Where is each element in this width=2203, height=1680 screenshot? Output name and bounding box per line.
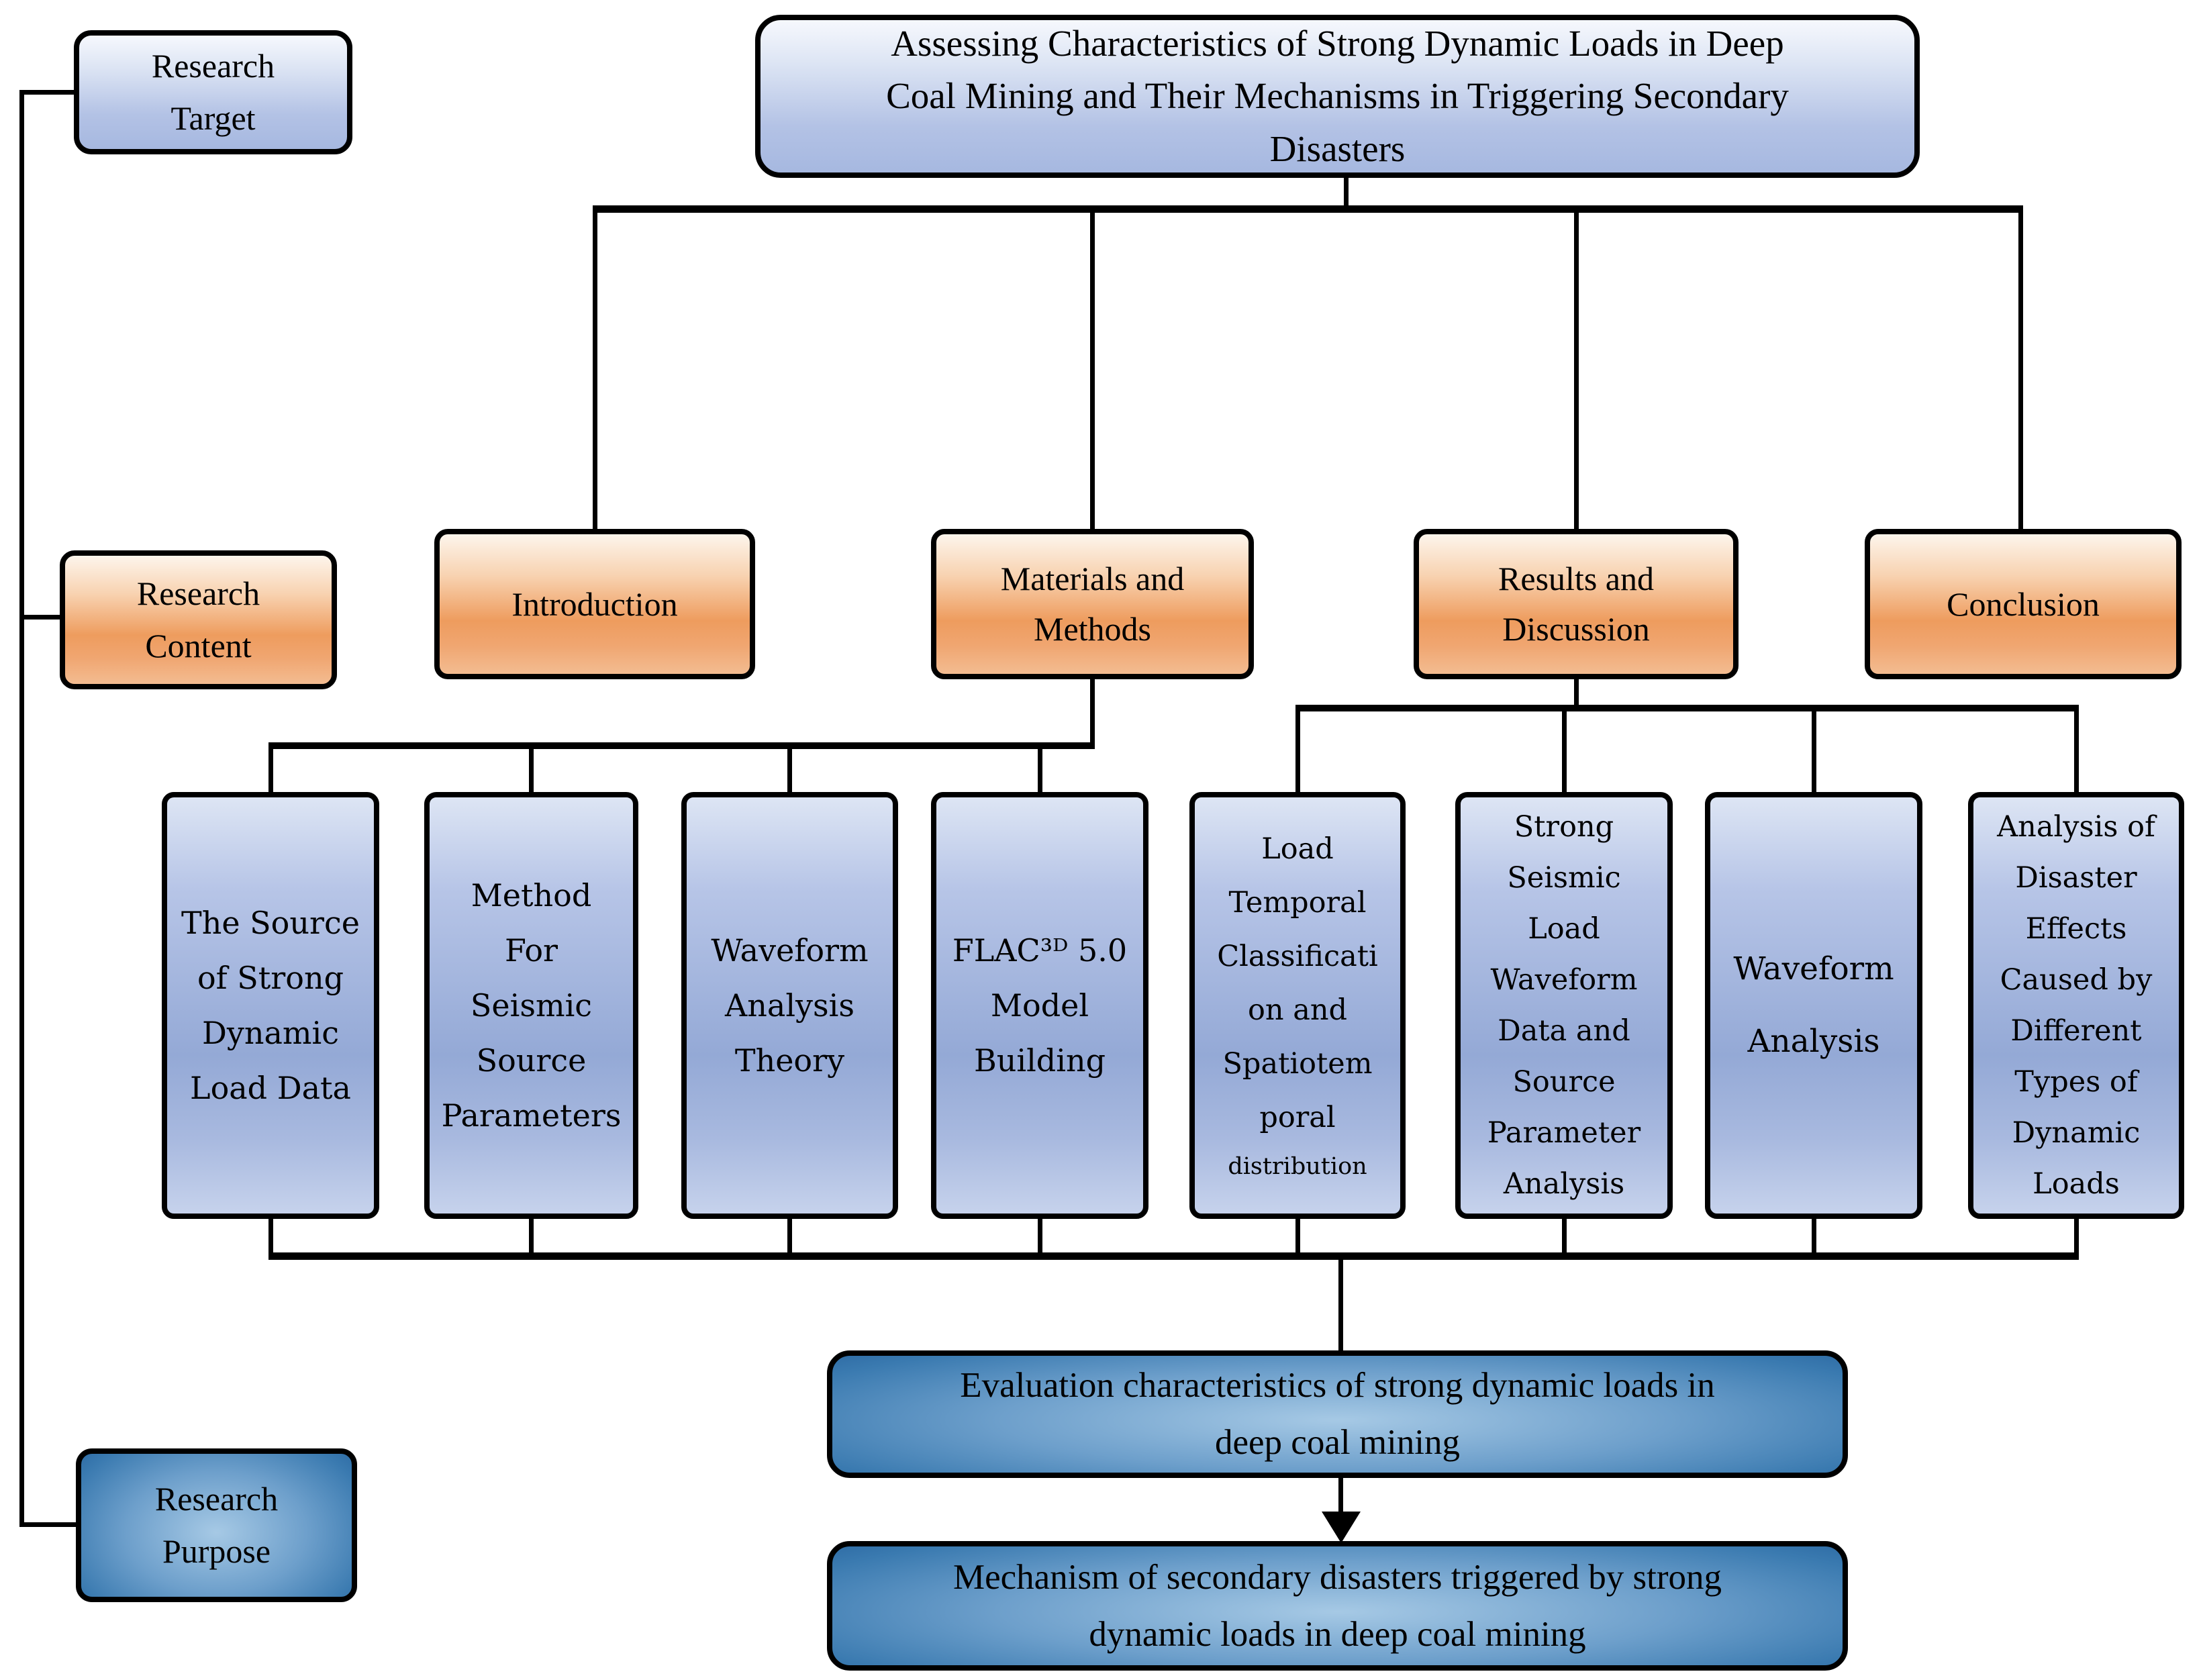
node-waveform-analysis: Waveform Analysis [1705, 792, 1922, 1219]
research-target-label: Research Target [151, 47, 275, 137]
methods-drop-3 [787, 746, 792, 792]
drop-results-line [1574, 209, 1579, 530]
evaluation-label: Evaluation characteristics of strong dyn… [960, 1366, 1715, 1462]
bottom-riser-4 [1038, 1215, 1042, 1258]
node-load-temporal: Load Temporal Classificati on and Spatio… [1189, 792, 1406, 1219]
drop-conclusion-line [2018, 209, 2023, 530]
bottom-riser-8 [2074, 1215, 2079, 1258]
research-content-label: Research Content [136, 575, 260, 664]
node-results-discussion: Results and Discussion [1414, 529, 1739, 679]
node-waveform-theory: Waveform Analysis Theory [681, 792, 898, 1219]
drop-introduction-line [593, 209, 597, 530]
results-drop-3 [1812, 709, 1816, 792]
node-research-content: Research Content [60, 550, 337, 689]
bottom-riser-3 [787, 1215, 792, 1258]
node-evaluation: Evaluation characteristics of strong dyn… [827, 1350, 1848, 1478]
evaluation-feed-line [1338, 1256, 1343, 1352]
rail-stub-target [19, 90, 80, 95]
rail-stub-content [19, 615, 69, 620]
method-seismic-label: Method For Seismic Source Parameters [441, 877, 622, 1134]
bottom-riser-1 [268, 1215, 273, 1258]
bottom-bus-line [268, 1252, 2079, 1260]
title-label: Assessing Characteristics of Strong Dyna… [886, 23, 1789, 169]
arrow-down-icon [1322, 1512, 1361, 1543]
flac-model-label: FLAC³ᴰ 5.0 Model Building [952, 932, 1128, 1079]
bottom-riser-7 [1812, 1215, 1816, 1258]
research-purpose-label: Research Purpose [154, 1480, 279, 1570]
waveform-theory-label: Waveform Analysis Theory [711, 932, 869, 1079]
node-flac-model: FLAC³ᴰ 5.0 Model Building [931, 792, 1148, 1219]
results-feed-line [1574, 675, 1579, 710]
source-dynamic-load-label: The Source of Strong Dynamic Load Data [181, 905, 360, 1106]
arrow-shaft [1338, 1475, 1343, 1516]
node-title: Assessing Characteristics of Strong Dyna… [755, 15, 1920, 178]
results-drop-4 [2074, 709, 2079, 792]
node-conclusion: Conclusion [1865, 529, 2182, 679]
disaster-effects-label: Analysis of Disaster Effects Caused by D… [1997, 810, 2155, 1201]
results-bus-line [1295, 705, 2079, 711]
materials-feed-line [1090, 675, 1095, 748]
methods-drop-2 [529, 746, 534, 792]
bottom-riser-6 [1562, 1215, 1567, 1258]
load-temporal-small-label: distribution [1228, 1153, 1367, 1180]
results-drop-2 [1562, 709, 1567, 792]
node-source-dynamic-load: The Source of Strong Dynamic Load Data [162, 792, 379, 1219]
mechanism-label: Mechanism of secondary disasters trigger… [952, 1557, 1722, 1654]
node-introduction: Introduction [434, 529, 755, 679]
top-bus-line [593, 205, 2023, 213]
materials-methods-label: Materials and Methods [1000, 560, 1185, 648]
methods-bus-line [268, 742, 1095, 749]
node-research-purpose: Research Purpose [76, 1448, 357, 1602]
bottom-riser-2 [529, 1215, 534, 1258]
results-discussion-label: Results and Discussion [1498, 560, 1654, 648]
left-rail-line [19, 90, 24, 1527]
drop-materials-line [1090, 209, 1095, 530]
node-disaster-effects: Analysis of Disaster Effects Caused by D… [1968, 792, 2184, 1219]
title-feed-line [1344, 173, 1349, 209]
strong-seismic-label: Strong Seismic Load Waveform Data and So… [1487, 810, 1641, 1201]
methods-drop-1 [268, 746, 273, 792]
methods-drop-4 [1038, 746, 1042, 792]
bottom-riser-5 [1295, 1215, 1300, 1258]
results-drop-1 [1295, 709, 1300, 792]
load-temporal-label: Load Temporal Classificati on and Spatio… [1217, 832, 1378, 1134]
introduction-label: Introduction [511, 585, 678, 623]
node-method-seismic: Method For Seismic Source Parameters [424, 792, 638, 1219]
waveform-analysis-label: Waveform Analysis [1733, 950, 1894, 1060]
node-mechanism: Mechanism of secondary disasters trigger… [827, 1541, 1848, 1671]
conclusion-label: Conclusion [1947, 585, 2100, 623]
node-materials-methods: Materials and Methods [931, 529, 1254, 679]
node-research-target: Research Target [74, 30, 352, 154]
rail-stub-purpose [19, 1522, 81, 1527]
node-strong-seismic: Strong Seismic Load Waveform Data and So… [1455, 792, 1673, 1219]
